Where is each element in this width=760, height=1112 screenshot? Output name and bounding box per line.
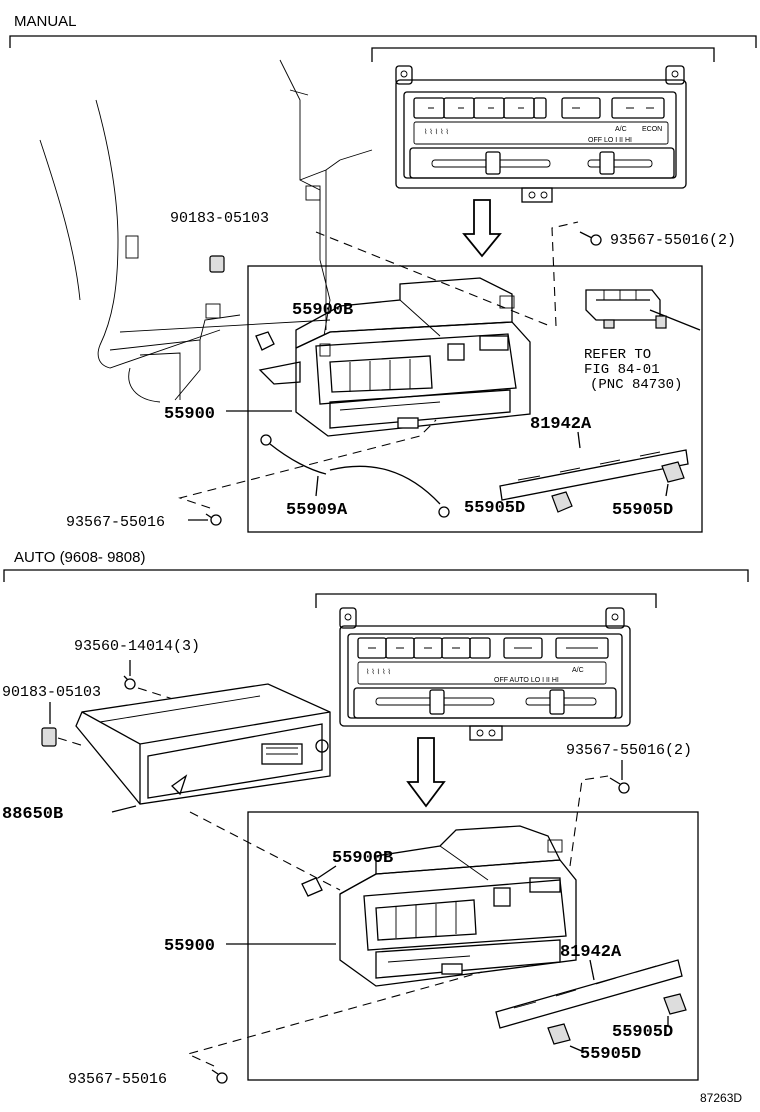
manual-label-55905d-1: 55905D (464, 499, 525, 518)
manual-ac-text: A/C (615, 126, 627, 133)
auto-assembly-arrow (406, 737, 446, 808)
manual-cable-55909a (260, 434, 450, 518)
auto-label-55905d-1: 55905D (612, 1023, 673, 1042)
auto-front-panel: ⌇ ⌇ ⌇ ⌇ ⌇ A/C OFF AUTO LO I II HI (315, 593, 657, 741)
manual-control-unit (258, 277, 531, 437)
auto-clip-90183 (41, 727, 57, 747)
manual-knob-1 (551, 491, 573, 513)
auto-section: AUTO (9608- 9808) ⌇ ⌇ ⌇ ⌇ ⌇ A/C OFF AUTO… (2, 549, 749, 1088)
auto-panel-overlay-81942a (495, 959, 683, 1029)
auto-label-55900: 55900 (164, 937, 215, 956)
dashboard-outline (39, 59, 373, 403)
manual-ref-line-2: FIG 84-01 (584, 362, 660, 378)
manual-assembly-arrow (462, 199, 502, 258)
svg-text:⌇ ⌇ ⌇ ⌇ ⌇: ⌇ ⌇ ⌇ ⌇ ⌇ (424, 128, 449, 136)
auto-label-55905d-2: 55905D (580, 1045, 641, 1064)
auto-knob-2 (547, 1023, 571, 1045)
auto-control-unit (339, 825, 577, 987)
manual-label-55905d-2: 55905D (612, 501, 673, 520)
manual-button-row (413, 97, 665, 119)
auto-bulb-55900b (301, 877, 323, 897)
auto-section-bracket (3, 569, 749, 582)
auto-climate-module-88650b (75, 683, 331, 805)
manual-section-title: MANUAL (14, 13, 77, 30)
manual-label-55909a: 55909A (286, 501, 348, 520)
manual-label-93567-55016-2: 93567-55016(2) (610, 232, 736, 249)
auto-label-88650b: 88650B (2, 805, 63, 824)
auto-label-93567-55016-2: 93567-55016(2) (566, 742, 692, 759)
manual-label-93567-55016: 93567-55016 (66, 514, 165, 531)
auto-exploded-frame (247, 811, 699, 1081)
auto-section-title: AUTO (9608- 9808) (14, 549, 145, 566)
manual-screw-top (579, 231, 602, 246)
auto-screw-top (609, 777, 630, 794)
manual-screw-bottom (205, 513, 222, 526)
manual-ref-line-1: REFER TO (584, 347, 651, 363)
svg-text:⌇ ⌇ ⌇ ⌇ ⌇: ⌇ ⌇ ⌇ ⌇ ⌇ (366, 668, 391, 676)
manual-panel-overlay-81942a (499, 449, 689, 501)
manual-ref-line-3: (PNC 84730) (590, 377, 682, 393)
manual-label-55900b: 55900B (292, 301, 353, 320)
manual-label-90183-05103: 90183-05103 (170, 210, 269, 227)
manual-knob-2 (661, 461, 685, 483)
manual-relay-module (585, 289, 701, 331)
auto-screw-93560 (123, 675, 136, 690)
auto-label-55900b: 55900B (332, 849, 393, 868)
manual-econ-text: ECON (642, 126, 662, 133)
auto-scale-text: OFF AUTO LO I II HI (494, 677, 559, 684)
manual-exploded-frame (247, 265, 703, 533)
manual-clip-90183 (209, 255, 225, 273)
manual-bulb-55900b (255, 331, 275, 351)
auto-label-81942a: 81942A (560, 943, 622, 962)
manual-section-bracket (9, 35, 757, 48)
auto-knob-1 (663, 993, 687, 1015)
auto-label-93560-14014: 93560-14014(3) (74, 638, 200, 655)
auto-label-93567-55016: 93567-55016 (68, 1071, 167, 1088)
manual-section: MANUAL (9, 13, 757, 533)
auto-ac-text: A/C (572, 667, 584, 674)
auto-label-90183-05103: 90183-05103 (2, 684, 101, 701)
manual-scale-text: OFF LO I II HI (588, 137, 632, 144)
figure-id: 87263D (700, 1091, 742, 1105)
manual-label-81942a: 81942A (530, 415, 592, 434)
manual-front-panel: ⌇ ⌇ ⌇ ⌇ ⌇ A/C ECON OFF LO I II HI (371, 47, 715, 203)
auto-screw-bottom (211, 1069, 228, 1084)
manual-label-55900: 55900 (164, 405, 215, 424)
